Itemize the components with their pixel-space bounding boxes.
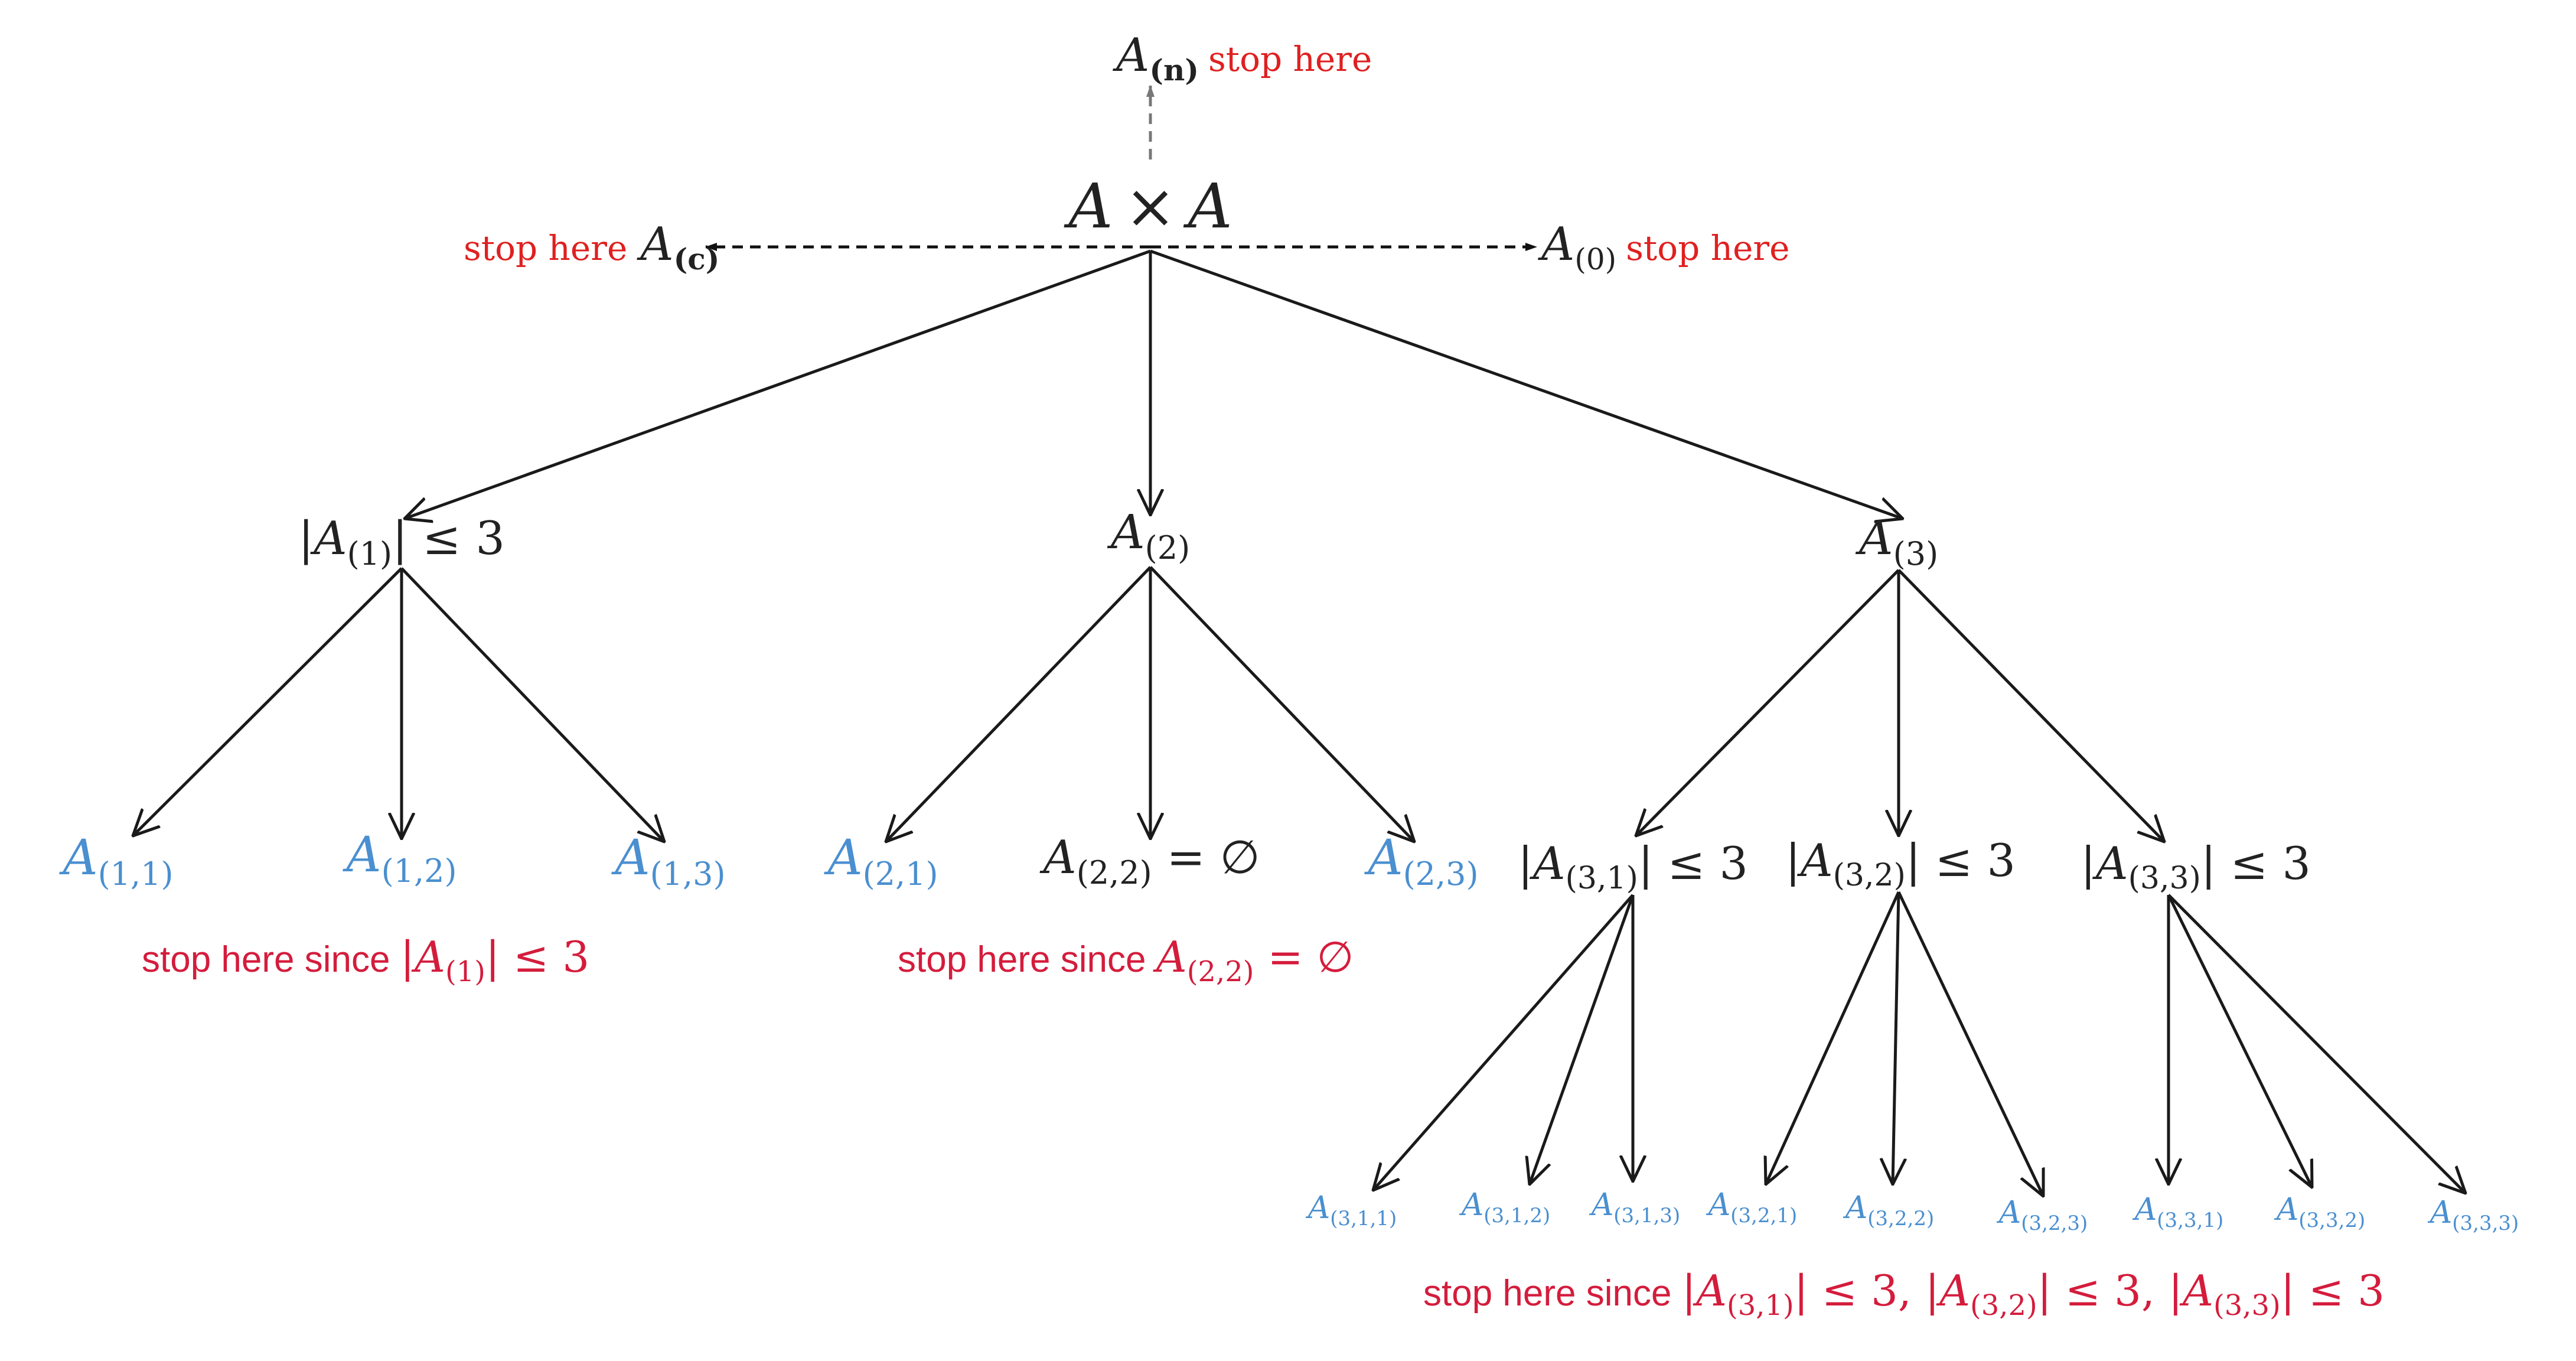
node-a321: A(3,2,1): [1706, 1187, 1798, 1227]
node-a11: A(1,1): [58, 830, 173, 893]
node-root: A×A: [1064, 170, 1232, 242]
note-stop-a1: stop here since |A(1)| ≤ 3: [142, 932, 589, 988]
edge-a3-a31: [1636, 569, 1900, 836]
edge-a2-a21: [886, 566, 1152, 842]
edge-a32-a321: [1766, 891, 1900, 1184]
edge-a32-a323: [1897, 891, 2043, 1196]
node-a-n: A(n)stop here: [1113, 29, 1372, 87]
node-a332: A(3,3,2): [2274, 1192, 2366, 1232]
edge-a3-a33: [1897, 569, 2164, 842]
node-a32: |A(3,2)| ≤ 3: [1785, 834, 2016, 893]
edge-a31-a312: [1530, 894, 1635, 1184]
node-a333: A(3,3,3): [2428, 1195, 2519, 1235]
node-a12: A(1,2): [342, 827, 456, 890]
note-stop-a22: stop here since A(2,2) = ∅: [898, 932, 1354, 988]
edge-a32-a322: [1893, 891, 1899, 1184]
edge-a31-a311: [1373, 894, 1634, 1190]
node-a322: A(3,2,2): [1843, 1190, 1935, 1230]
edge-a1-a13: [400, 567, 664, 842]
node-a21: A(2,1): [823, 830, 938, 893]
node-a1: |A(1)| ≤ 3: [298, 512, 505, 572]
edge-a33-a333: [2167, 894, 2466, 1193]
node-a331: A(3,3,1): [2132, 1192, 2224, 1232]
edge-root-a1: [405, 249, 1151, 519]
node-a22: A(2,2) = ∅: [1039, 831, 1260, 891]
node-a33: |A(3,3)| ≤ 3: [2081, 837, 2311, 896]
node-a31: |A(3,1)| ≤ 3: [1518, 837, 1748, 896]
edge-a33-a332: [2167, 894, 2312, 1187]
edge-a1-a11: [133, 567, 403, 836]
node-a13: A(1,3): [611, 830, 725, 893]
node-a311: A(3,1,1): [1306, 1190, 1397, 1230]
tree-edges: [133, 249, 2466, 1196]
level3-leaves: A(3,1,1) A(3,1,2) A(3,1,3) A(3,2,1) A(3,…: [1306, 1187, 2519, 1235]
node-a-zero: A(0)stop here: [1538, 218, 1789, 276]
edge-a2-a23: [1149, 566, 1414, 842]
node-a312: A(3,1,2): [1459, 1187, 1551, 1227]
dashed-edges: [705, 85, 1537, 251]
edge-root-a3: [1150, 249, 1903, 519]
node-a313: A(3,1,3): [1589, 1187, 1681, 1227]
node-a323: A(3,2,3): [1997, 1195, 2088, 1235]
node-a23: A(2,3): [1364, 830, 1478, 893]
node-a2: A(2): [1107, 504, 1190, 566]
note-stop-a3x: stop here since |A(3,1)| ≤ 3, |A(3,2)| ≤…: [1423, 1266, 2385, 1322]
node-a3: A(3): [1855, 510, 1938, 572]
